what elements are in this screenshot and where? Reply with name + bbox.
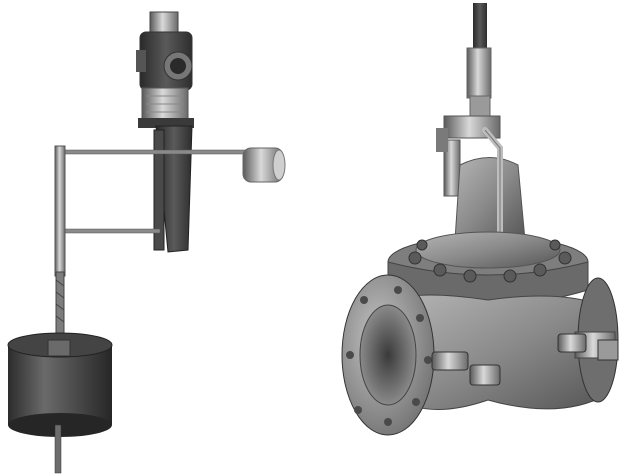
lever-plates [153, 125, 193, 253]
outlet-flange [574, 277, 619, 403]
body-fittings [431, 333, 587, 386]
valve-bonnet [436, 115, 526, 241]
inlet-flange [341, 274, 435, 436]
rods [54, 145, 251, 348]
control-valve [341, 3, 619, 436]
float-pilot-assembly [7, 11, 286, 474]
float [7, 332, 113, 474]
pilot-head [136, 11, 194, 128]
valve-stem [466, 3, 492, 121]
counterweight [242, 147, 286, 183]
diaphragm-cover [387, 231, 589, 306]
